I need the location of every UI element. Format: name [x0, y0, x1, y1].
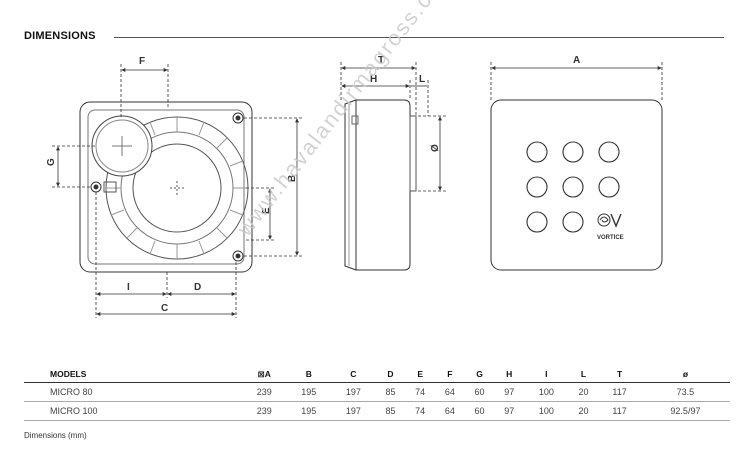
column-header: G: [464, 366, 495, 383]
section-header: DIMENSIONS: [24, 30, 724, 46]
table-cell: 197: [331, 401, 376, 421]
column-header: T: [598, 366, 641, 383]
dimensions-table: MODELS ⊠A B C D E F G H I L T ø MICRO 80…: [24, 366, 730, 421]
screw-hole-top-right: [232, 112, 244, 124]
side-spigot: [409, 115, 417, 192]
table-header-row: MODELS ⊠A B C D E F G H I L T ø: [24, 366, 730, 383]
label-c: C: [161, 303, 168, 314]
table-cell: 239: [241, 401, 287, 421]
label-d: D: [194, 282, 201, 293]
table-cell: 117: [598, 401, 641, 421]
table-cell: 100: [524, 382, 569, 402]
table-cell: 195: [286, 382, 332, 402]
label-h: H: [370, 74, 377, 85]
panel-view: [490, 99, 663, 271]
column-header: C: [331, 366, 376, 383]
column-header: B: [286, 366, 332, 383]
table-cell: MICRO 80: [24, 382, 242, 402]
table-cell: 64: [435, 382, 465, 402]
dimensions-footnote: Dimensions (mm): [24, 431, 87, 440]
label-g: G: [46, 158, 57, 166]
table-cell: 20: [568, 382, 599, 402]
table-cell: 117: [598, 382, 641, 402]
side-body: [355, 99, 411, 271]
table-cell: 73.5: [640, 382, 730, 402]
column-header: D: [375, 366, 406, 383]
table-cell: 64: [435, 401, 465, 421]
technical-drawing: F G B E I D C T H L Ø: [46, 55, 663, 318]
label-phi: Ø: [430, 144, 441, 152]
screw-hole-bottom-right: [232, 250, 244, 262]
section-title: DIMENSIONS: [24, 30, 96, 42]
table-cell: 195: [286, 401, 332, 421]
brand-name: VORTICE: [597, 235, 624, 241]
table-cell: 197: [331, 382, 376, 402]
cable-entry: [103, 181, 117, 193]
panel-button-grid: [526, 141, 620, 233]
label-b: B: [287, 175, 298, 182]
title-rule: [114, 37, 724, 38]
vortice-logo-icon: [597, 213, 622, 228]
front-view-dimensions: [52, 64, 304, 318]
table-cell: 85: [375, 382, 406, 402]
table-cell: 85: [375, 401, 406, 421]
column-header: F: [435, 366, 465, 383]
table-cell: 239: [241, 382, 287, 402]
table-cell: MICRO 100: [24, 401, 242, 421]
table-cell: 100: [524, 401, 569, 421]
table-row: MICRO 100 239 195 197 85 74 64 60 97 100…: [24, 401, 730, 421]
label-i: I: [127, 282, 130, 293]
table-cell: 60: [464, 401, 495, 421]
side-view-dimensions: [340, 62, 446, 192]
label-f: F: [139, 56, 145, 67]
table-cell: 60: [464, 382, 495, 402]
label-t: T: [378, 55, 384, 66]
table-cell: 20: [568, 401, 599, 421]
table-cell: 97: [494, 382, 525, 402]
column-header: I: [524, 366, 569, 383]
side-front-panel: [344, 99, 357, 271]
panel-outline: [490, 99, 663, 271]
front-view: [79, 101, 253, 273]
panel-view-dimensions: [490, 62, 663, 100]
side-view: [344, 99, 417, 271]
label-a: A: [573, 55, 580, 66]
column-header: E: [405, 366, 436, 383]
inner-ring: [132, 143, 222, 233]
table-cell: 97: [494, 401, 525, 421]
column-header: MODELS: [24, 366, 242, 383]
label-l: L: [419, 74, 425, 85]
table-cell: 74: [405, 382, 436, 402]
column-header: H: [494, 366, 525, 383]
label-e: E: [261, 207, 272, 214]
spigot-inner: [95, 119, 149, 173]
table-row: MICRO 80 239 195 197 85 74 64 60 97 100 …: [24, 382, 730, 402]
column-header: ø: [640, 366, 730, 383]
column-header: L: [568, 366, 599, 383]
table-cell: 92.5/97: [640, 401, 730, 421]
table-cell: 74: [405, 401, 436, 421]
column-header: ⊠A: [241, 366, 287, 383]
